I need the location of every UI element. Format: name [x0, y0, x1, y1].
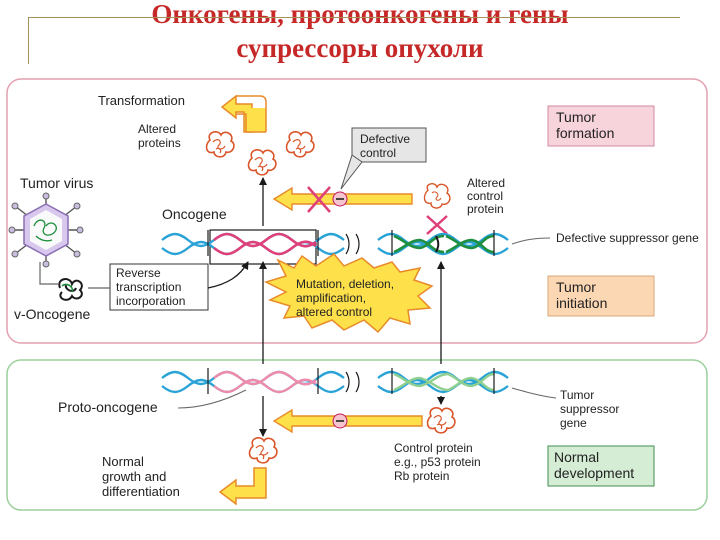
- normal-development-line-2: development: [554, 465, 634, 481]
- control-protein-line-2: e.g., p53 protein: [394, 455, 481, 469]
- tumor-virus-label: Tumor virus: [20, 175, 93, 191]
- defective-control-arrow: [272, 186, 413, 213]
- title-line-1: Онкогены, протоонкогены и гены: [151, 0, 569, 29]
- transformation-arrow: [220, 94, 267, 133]
- control-protein-line-1: Control protein: [394, 441, 473, 455]
- mutation-line-2: amplification,: [296, 291, 366, 305]
- tumor-initiation-line-1: Tumor: [556, 279, 596, 295]
- mutation-line-3: altered control: [296, 305, 372, 319]
- tumor-initiation-box: Tumor initiation: [547, 275, 655, 317]
- tumor-formation-line-1: Tumor: [556, 109, 596, 125]
- mutated-dna-strand: [161, 230, 509, 256]
- normal-dna-strand: [161, 368, 509, 394]
- altered-control-line-2: control: [467, 189, 503, 203]
- normal-growth-line-2: growth and: [102, 469, 166, 484]
- altered-control-line-3: protein: [467, 202, 504, 216]
- mutation-burst: Mutation, deletion, amplification, alter…: [263, 253, 434, 334]
- cross-mark: [426, 215, 448, 235]
- tumor-formation-line-2: formation: [556, 125, 614, 141]
- normal-growth-line-3: differentiation: [102, 484, 180, 499]
- tumor-initiation-line-2: initiation: [556, 295, 607, 311]
- altered-control-line-1: Altered: [467, 176, 505, 190]
- defective-control-line-1: Defective: [360, 132, 410, 146]
- title-rule: [28, 17, 680, 18]
- tumor-suppressor-line-2: suppressor: [560, 402, 619, 416]
- title-line-2: супрессоры опухоли: [236, 33, 484, 63]
- incorporation-arrow: [207, 261, 249, 289]
- reverse-transcription-line-2: transcription: [116, 280, 181, 294]
- reverse-transcription-line-1: Reverse: [116, 266, 161, 280]
- tumor-formation-box: Tumor formation: [547, 105, 655, 147]
- normal-panel: [6, 359, 708, 511]
- altered-proteins-line-2: proteins: [138, 136, 181, 150]
- tumor-virus-icon: [8, 192, 84, 268]
- v-oncogene-label: v-Oncogene: [14, 306, 90, 322]
- v-oncogene-icon: [58, 278, 83, 301]
- defective-control-callout: Defective control: [340, 127, 427, 190]
- oncogene-label: Oncogene: [162, 206, 227, 222]
- defective-control-line-2: control: [360, 146, 396, 160]
- proto-oncogene-label: Proto-oncogene: [58, 399, 158, 415]
- slide-title: Онкогены, протоонкогены и гены супрессор…: [0, 0, 720, 65]
- normal-development-box: Normal development: [547, 445, 655, 487]
- defective-suppressor-label: Defective suppressor gene: [556, 231, 699, 245]
- transformation-label: Transformation: [98, 93, 185, 108]
- reverse-transcription-box: Reverse transcription incorporation: [109, 263, 209, 311]
- altered-proteins-line-1: Altered: [138, 122, 176, 136]
- tumor-suppressor-line-1: Tumor: [560, 388, 594, 402]
- normal-growth-line-1: Normal: [102, 454, 144, 469]
- virus-connector: [39, 262, 58, 285]
- normal-growth-arrow: [218, 467, 267, 506]
- title-rule-vertical: [28, 17, 29, 64]
- mutation-line-1: Mutation, deletion,: [296, 277, 394, 291]
- reverse-transcription-line-3: incorporation: [116, 294, 185, 308]
- tumor-suppressor-line-3: gene: [560, 416, 587, 430]
- normal-development-line-1: Normal: [554, 449, 599, 465]
- control-arrow: [272, 408, 423, 434]
- control-protein-line-3: Rb protein: [394, 469, 449, 483]
